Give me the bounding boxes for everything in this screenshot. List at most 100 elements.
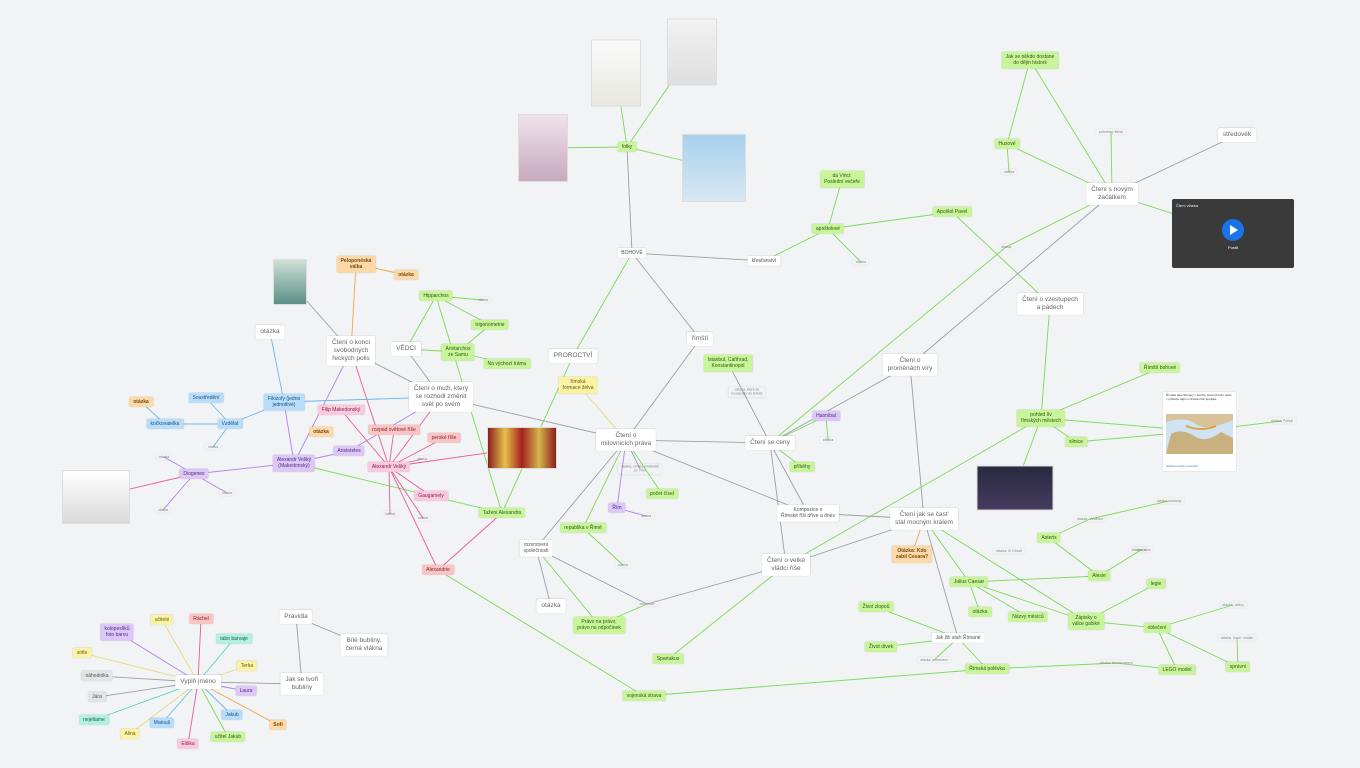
node-fotky[interactable]: fotky <box>617 141 637 153</box>
node-otazka-kouzla[interactable]: otázka, kouzla vaření <box>1096 660 1135 666</box>
node-n-ucitel2[interactable]: učitel Jakub <box>210 731 246 743</box>
node-otazka-d2[interactable]: otázka <box>155 507 171 513</box>
node-cteni-ceny[interactable]: Čtení se ceny <box>745 435 795 451</box>
node-n-eliska[interactable]: Eliška <box>177 738 199 750</box>
node-otazka-d3[interactable]: otázka <box>219 490 235 496</box>
node-prumerny[interactable]: průměrný štěstí <box>1096 129 1126 135</box>
node-asterix[interactable]: Asterix <box>1037 532 1061 544</box>
node-otazka-vzdel[interactable]: otázka, Vzdělání <box>1074 516 1106 522</box>
poster-thumbnail[interactable] <box>518 114 568 182</box>
node-otazka-mid[interactable]: otázka <box>998 244 1014 250</box>
node-n-matous[interactable]: Matouš <box>149 717 175 729</box>
node-rozpad[interactable]: rozpad světové říše <box>368 424 420 436</box>
node-kockovatelka[interactable]: kočkovatelka <box>146 418 184 430</box>
node-rimska-polevka[interactable]: Římská polévka <box>965 663 1009 675</box>
node-bublinky[interactable]: Bílé bubliny,černá vlákna <box>340 633 388 657</box>
node-otazka-filo[interactable]: otázka <box>129 396 153 408</box>
node-n-nahodne[interactable]: náhodnika <box>81 670 113 682</box>
node-republika[interactable]: republika v Římě <box>560 522 606 534</box>
node-otazka-obl[interactable]: otázka, oděvy <box>1219 602 1247 608</box>
node-stredovek[interactable]: středověk <box>1217 127 1257 143</box>
node-n-sofie[interactable]: sofie <box>72 647 92 659</box>
node-rimskabohove[interactable]: Římští bohové <box>1139 362 1181 374</box>
node-otazka-ale[interactable]: otázka <box>1133 547 1149 553</box>
video-embed[interactable]: Čtení vláska Pustit <box>1172 199 1294 268</box>
node-otazka-rimsky[interactable]: otázka, hodnoty <box>1154 498 1185 504</box>
node-n-jakub[interactable]: Jakub <box>221 709 243 721</box>
node-n-jara[interactable]: Jára <box>88 691 106 703</box>
node-istanbul[interactable]: Istanbul, Cařihrad,Konstantinopol <box>703 354 753 372</box>
node-proroctvi[interactable]: PROROCTVÍ <box>548 348 598 364</box>
node-otazka-hip[interactable]: otázka <box>475 297 491 303</box>
node-otazka-sp[interactable]: otázka <box>536 598 566 614</box>
node-otazka-map[interactable]: otázka, Pořadí <box>1268 418 1297 424</box>
node-otazka-apost[interactable]: otázka <box>853 259 869 265</box>
node-pribehy[interactable]: příběhy <box>789 461 815 473</box>
node-rim[interactable]: Řím <box>608 502 626 514</box>
node-krestanstvi[interactable]: křesťanství <box>747 255 781 267</box>
node-vedci[interactable]: VĚDCI <box>391 341 421 357</box>
node-filip[interactable]: Filip Makedonský <box>317 404 365 416</box>
node-obcestvi[interactable]: občanství <box>637 601 658 607</box>
node-nusove[interactable]: Husové <box>994 138 1020 150</box>
node-obleceni[interactable]: oblečení <box>1143 622 1171 634</box>
node-zivotzlopou[interactable]: Život zlopoů <box>858 601 894 613</box>
node-lego[interactable]: LEGO model <box>1158 664 1196 676</box>
node-alesie[interactable]: Alesie <box>1088 570 1110 582</box>
node-alexandr[interactable]: Alexandr Veliký(Makedonský) <box>272 454 316 472</box>
node-aristoteles[interactable]: Aristoteles <box>333 445 365 457</box>
node-gaugamely[interactable]: Gaugamely <box>414 490 448 502</box>
node-davinci[interactable]: da Vinci:Poslední večeře <box>820 170 864 188</box>
roman-shields-image[interactable] <box>487 427 557 469</box>
node-vyplnjmeno[interactable]: Vyplň jméno <box>175 674 221 690</box>
node-pocetcisel[interactable]: počet čísel <box>646 488 678 500</box>
node-apostolove[interactable]: apoštolové <box>811 223 845 235</box>
node-otazka-left[interactable]: otázka <box>255 324 285 340</box>
node-otazka-orange[interactable]: otázka <box>394 269 418 281</box>
node-otazka-jul[interactable]: otázka <box>968 606 992 618</box>
node-hannibal[interactable]: Hannibal <box>812 410 840 422</box>
node-zivotdivek[interactable]: Život dívek <box>864 641 898 653</box>
node-otazka-han[interactable]: otázka <box>820 437 836 443</box>
node-n-sofi[interactable]: Sofi <box>269 719 287 731</box>
node-pravoprava[interactable]: Právo na právo,právo na odpočinek <box>573 616 625 634</box>
node-spravdni[interactable]: správní <box>1225 661 1251 673</box>
node-n-alina[interactable]: Alina <box>120 728 140 740</box>
node-otazka-a2[interactable]: otázka <box>415 515 431 521</box>
node-bohove[interactable]: BOHOVÉ <box>617 247 647 259</box>
stage-photo[interactable] <box>976 465 1054 511</box>
node-silnice[interactable]: silnice <box>1065 436 1087 448</box>
node-alexandr2[interactable]: Alexandr Veliký <box>367 461 411 473</box>
node-hipparchos[interactable]: Hipparchos <box>419 290 453 302</box>
node-n-terka[interactable]: Terka <box>236 660 258 672</box>
map-card[interactable]: Římské jako lidmapy v puzzle, kterě již … <box>1163 392 1236 471</box>
node-tazeni[interactable]: Tažení Alexandra <box>478 507 526 519</box>
node-otazka-a1[interactable]: otázka <box>414 456 430 462</box>
node-vojenska[interactable]: vojenská strava <box>622 690 666 702</box>
node-otazka-rep[interactable]: otázka <box>615 562 631 568</box>
node-navychod[interactable]: Na výchozí trámu <box>483 358 531 370</box>
node-otazka-rim[interactable]: otázka <box>638 513 654 519</box>
map-link[interactable]: ukázka puzzle a kousků <box>1166 464 1198 468</box>
node-nazvymesicu[interactable]: Názvy měsíců <box>1008 611 1048 623</box>
node-otazka-kolik[interactable]: otázka, Ití Césaři <box>993 548 1025 554</box>
book-cover-thumbnail[interactable] <box>273 259 307 305</box>
node-otazka-pomezi[interactable]: otázka, pomezení <box>917 657 951 663</box>
node-pravidla[interactable]: Pravidla <box>279 609 313 625</box>
